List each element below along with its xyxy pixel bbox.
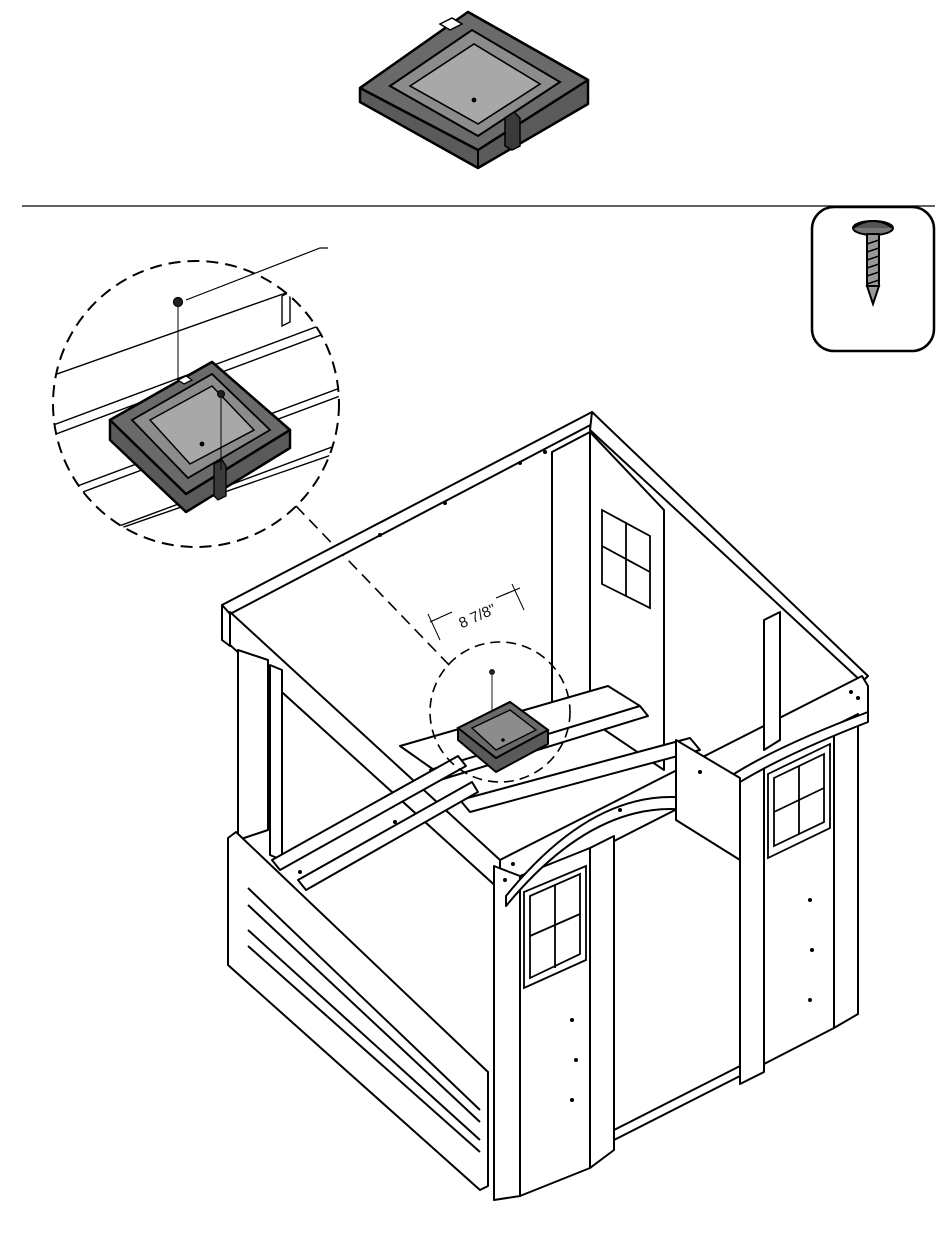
hardware-box — [812, 207, 934, 351]
part-preview-planter-tray — [360, 12, 588, 168]
magnified-detail — [40, 248, 340, 556]
dimension-label: 8 7/8" — [456, 601, 498, 632]
dimension-annotation: 8 7/8" — [428, 584, 524, 640]
